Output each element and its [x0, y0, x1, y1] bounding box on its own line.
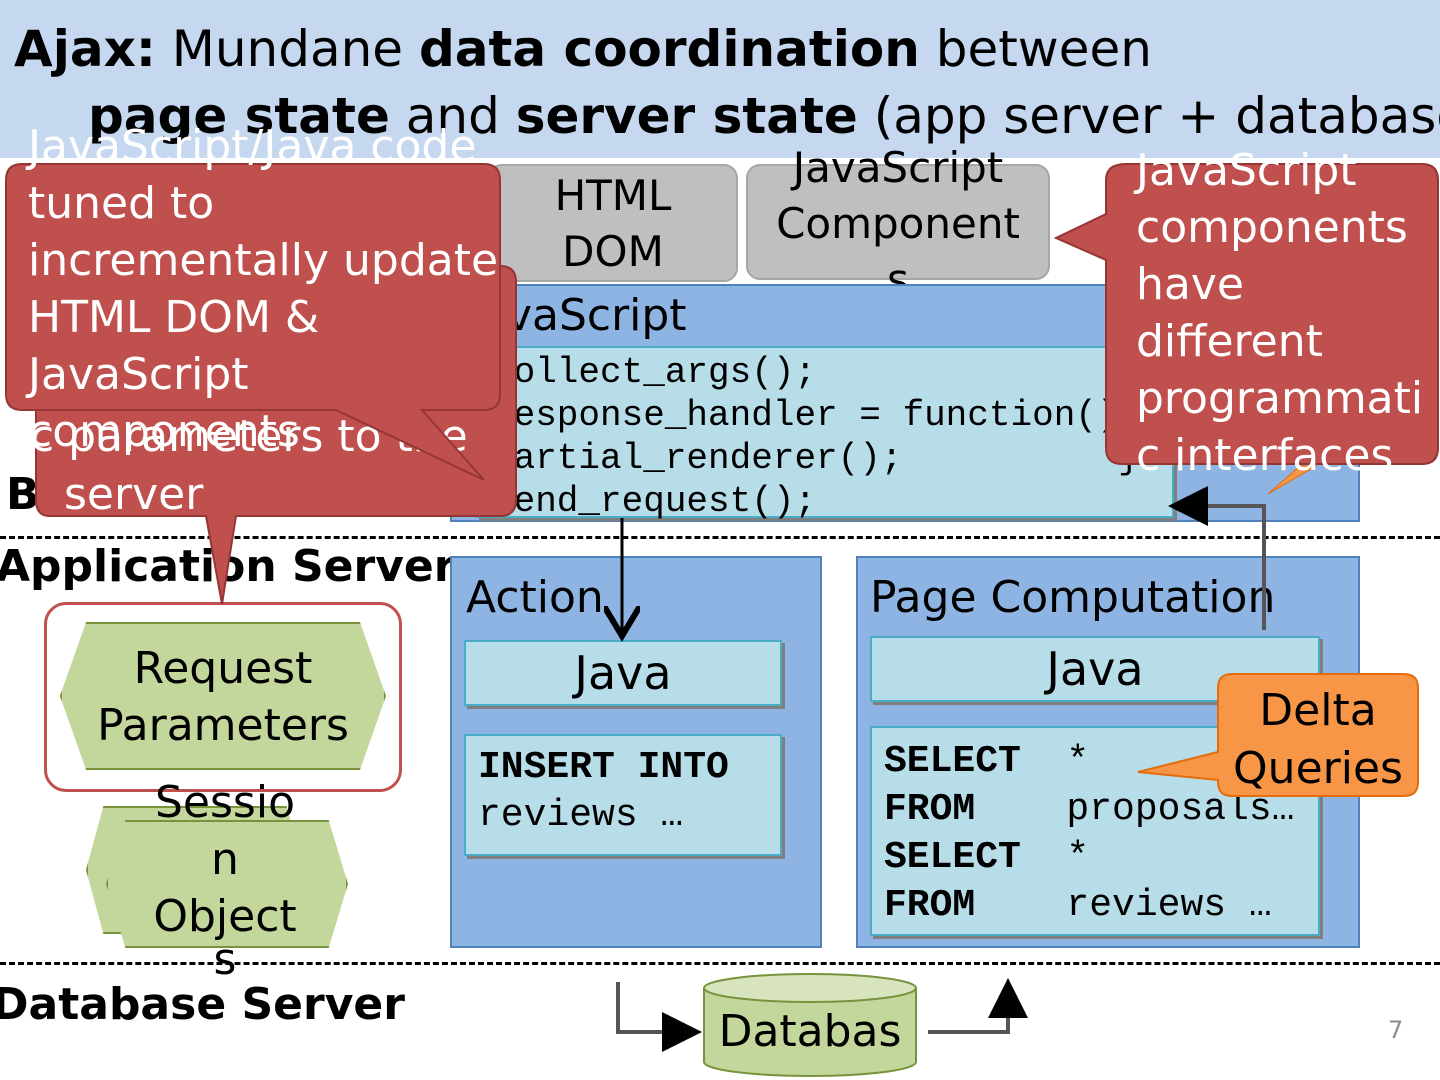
code-line-partial-renderer: partial_renderer(); [492, 438, 903, 479]
js-components-line-1: JavaScript [792, 143, 1004, 192]
title-server-state: server state [515, 87, 858, 145]
title-between: between [919, 20, 1152, 78]
title-mundane: Mundane [155, 20, 419, 78]
javascript-components-box: JavaScript Component s [746, 143, 1050, 304]
pc-sql-keyword-2: FROM [884, 788, 976, 831]
js-components-callout-line-2: components [1136, 202, 1408, 253]
html-dom-box: HTML DOM [488, 164, 738, 282]
delta-queries-line-1: Delta [1259, 685, 1377, 736]
title-line-2: page state and server state (app server … [88, 86, 1440, 146]
request-parameters-line-2: Parameters [97, 700, 349, 751]
delta-queries-callout-text: Delta Queries [1218, 682, 1418, 798]
request-parameters-hexagon: Request Parameters [60, 622, 386, 770]
title-and: and [389, 87, 516, 145]
page-computation-java-label: Java [1046, 642, 1144, 696]
js-components-callout-line-5: programmati [1136, 373, 1424, 424]
title-line-1: Ajax: Mundane data coordination between [14, 19, 1152, 79]
action-panel-title: Action [466, 572, 604, 623]
session-objects-text: Sessio n Object s [106, 774, 344, 985]
pc-sql-rest-1: * [1020, 740, 1090, 783]
session-objects-hexagon [106, 820, 348, 948]
database-label: Databas [718, 1006, 902, 1057]
response-arrow [1168, 486, 1266, 630]
pc-sql-line-4: FROM reviews … [884, 884, 1272, 927]
pc-sql-line-2: FROM proposals… [884, 788, 1294, 831]
pc-sql-line-3: SELECT * [884, 836, 1089, 879]
javascript-code-box: collect_args(); response_handler = funct… [476, 346, 1174, 522]
title-ajax: Ajax: [14, 20, 156, 78]
delta-queries-line-2: Queries [1233, 743, 1403, 794]
js-java-callout-line-4: HTML DOM & [28, 292, 320, 343]
title-data-coordination: data coordination [418, 20, 920, 78]
session-objects-back-label: Sessio [88, 806, 302, 809]
js-components-callout-line-3: have [1136, 259, 1244, 310]
html-dom-line-1: HTML [554, 171, 672, 220]
js-java-callout-line-1: JavaScript/Java code [28, 121, 477, 172]
session-objects-line-3: Object [153, 891, 297, 942]
action-java-label: Java [574, 646, 672, 700]
action-sql-box: INSERT INTO reviews … [464, 734, 782, 856]
js-components-callout-line-1: JavaScript [1136, 145, 1357, 196]
request-parameters-line-1: Request [133, 643, 313, 694]
js-java-callout-line-3: incrementally update [28, 235, 499, 286]
code-line-send-request: send_request(); [492, 481, 817, 522]
action-sql-rest-2: reviews … [478, 794, 684, 837]
code-line-collect-args: collect_args(); [492, 352, 817, 393]
session-objects-line-4: s [213, 934, 237, 985]
js-components-callout-text: JavaScript components have different pro… [1136, 142, 1423, 484]
pc-sql-keyword-3: SELECT [884, 836, 1021, 879]
js-java-callout-line-6: components [28, 406, 300, 457]
js-components-line-2: Component [776, 199, 1020, 248]
page-computation-sql-box: SELECT * FROM proposals… SELECT * FROM r… [870, 726, 1320, 936]
pc-sql-keyword-4: FROM [884, 884, 976, 927]
js-java-callout-line-2: tuned to [28, 178, 215, 229]
code-line-response-handler: response_handler = function(){ [492, 395, 1141, 436]
js-java-code-callout-text: JavaScript/Java code tuned to incrementa… [28, 118, 498, 460]
page-computation-panel: Page Computation Java SELECT * FROM prop… [856, 556, 1360, 948]
js-components-callout-line-4: different [1136, 316, 1323, 367]
session-objects-line-2: n [211, 834, 239, 885]
title-app-db: (app server + database) [857, 87, 1440, 145]
pc-sql-rest-4: reviews … [975, 884, 1272, 927]
app-db-divider [0, 962, 1440, 965]
pc-sql-keyword-1: SELECT [884, 740, 1021, 783]
request-parameters-text: Request Parameters [62, 640, 384, 754]
session-objects-line-1: Sessio [155, 777, 295, 828]
action-sql-keyword-1: INSERT INTO [478, 746, 729, 789]
browser-app-divider [0, 536, 1440, 539]
page-computation-title: Page Computation [870, 572, 1276, 623]
pc-sql-rest-3: * [1020, 836, 1090, 879]
title-page-state: page state [88, 87, 390, 145]
title-band [0, 0, 1440, 158]
js-components-callout-line-6: c interfaces [1136, 430, 1394, 481]
js-java-callout-line-5: JavaScript [28, 349, 249, 400]
page-number: 7 [1388, 1016, 1404, 1044]
action-sql-line-1: INSERT INTO [478, 746, 729, 789]
database-server-tier-label: Database Server [0, 979, 405, 1030]
back-callout-line-2: server [64, 469, 204, 520]
pc-sql-line-1: SELECT * [884, 740, 1089, 783]
html-dom-line-2: DOM [562, 227, 664, 276]
action-sql-line-2: reviews … [478, 794, 683, 837]
db-to-page-computation-arrow [928, 978, 1028, 1034]
action-to-db-arrow [616, 982, 702, 1052]
